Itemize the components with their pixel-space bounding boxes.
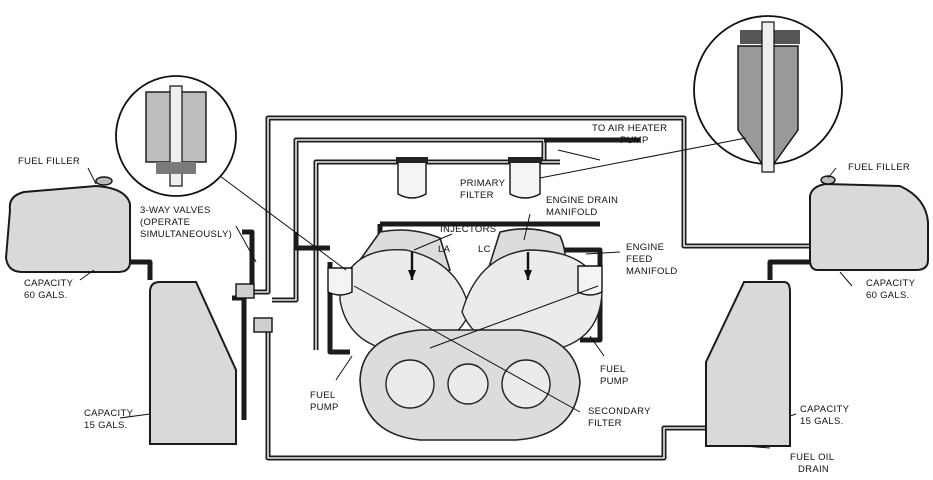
- three-way-valves-label-1: 3-WAY VALVES: [140, 205, 211, 216]
- capacity-left-bottom-label-1: CAPACITY: [84, 408, 134, 419]
- fuel-pump-right-label-1: FUEL: [600, 364, 625, 375]
- fuel-pump-left-label-2: PUMP: [310, 402, 339, 413]
- capacity-right-top-label-1: CAPACITY: [866, 278, 916, 289]
- bank-lc-label: LC: [478, 244, 491, 255]
- engine-feed-label-3: MANIFOLD: [626, 266, 678, 277]
- capacity-left-bottom-label-2: 15 GALS.: [84, 420, 128, 431]
- primary-filter-label-1: PRIMARY: [460, 178, 506, 189]
- primary-filter-label-2: FILTER: [460, 190, 494, 201]
- left-upper-tank: [4, 176, 131, 273]
- engine-block: [339, 228, 603, 441]
- right-lower-tank: [705, 281, 791, 447]
- capacity-right-top-label-2: 60 GALS.: [866, 290, 910, 301]
- right-upper-tank: [809, 175, 929, 271]
- fuel-oil-drain-label-2: DRAIN: [798, 464, 829, 475]
- left-lower-tank: [149, 281, 237, 445]
- text-labels: FUEL FILLER FUEL FILLER 3-WAY VALVES (OP…: [18, 123, 916, 475]
- bank-la-label: LA: [438, 244, 451, 255]
- engine-drain-label-2: MANIFOLD: [546, 207, 598, 218]
- capacity-left-top-label-2: 60 GALS.: [24, 290, 68, 301]
- capacity-right-bottom-label-1: CAPACITY: [800, 404, 850, 415]
- fuel-pump-right-label-2: PUMP: [600, 376, 629, 387]
- fuel-pump-left-label-1: FUEL: [310, 390, 335, 401]
- fuel-filler-right-label: FUEL FILLER: [848, 162, 910, 173]
- engine-drain-label-1: ENGINE DRAIN: [546, 195, 618, 206]
- three-way-valves: [235, 283, 273, 333]
- to-air-heater-label-2: PUMP: [620, 135, 649, 146]
- secondary-filters: [327, 265, 603, 296]
- fuel-filler-left-label: FUEL FILLER: [18, 156, 80, 167]
- primary-filters: [396, 157, 542, 199]
- fuel-oil-drain-label-1: FUEL OIL: [790, 452, 834, 463]
- left-filter-cutaway-inset: [115, 75, 237, 197]
- to-air-heater-label-1: TO AIR HEATER: [592, 123, 667, 134]
- capacity-left-top-label-1: CAPACITY: [24, 278, 74, 289]
- three-way-valves-label-2: (OPERATE: [140, 217, 190, 228]
- engine-feed-label-2: FEED: [626, 254, 653, 265]
- three-way-valves-label-3: SIMULTANEOUSLY): [140, 229, 232, 240]
- secondary-filter-label-1: SECONDARY: [588, 406, 651, 417]
- right-filter-cutaway-inset: [693, 15, 843, 174]
- secondary-filter-label-2: FILTER: [588, 418, 622, 429]
- engine-feed-label-1: ENGINE: [626, 242, 664, 253]
- injectors-label: INJECTORS: [440, 224, 496, 235]
- capacity-right-bottom-label-2: 15 GALS.: [800, 416, 844, 427]
- leader-lines: [79, 137, 853, 449]
